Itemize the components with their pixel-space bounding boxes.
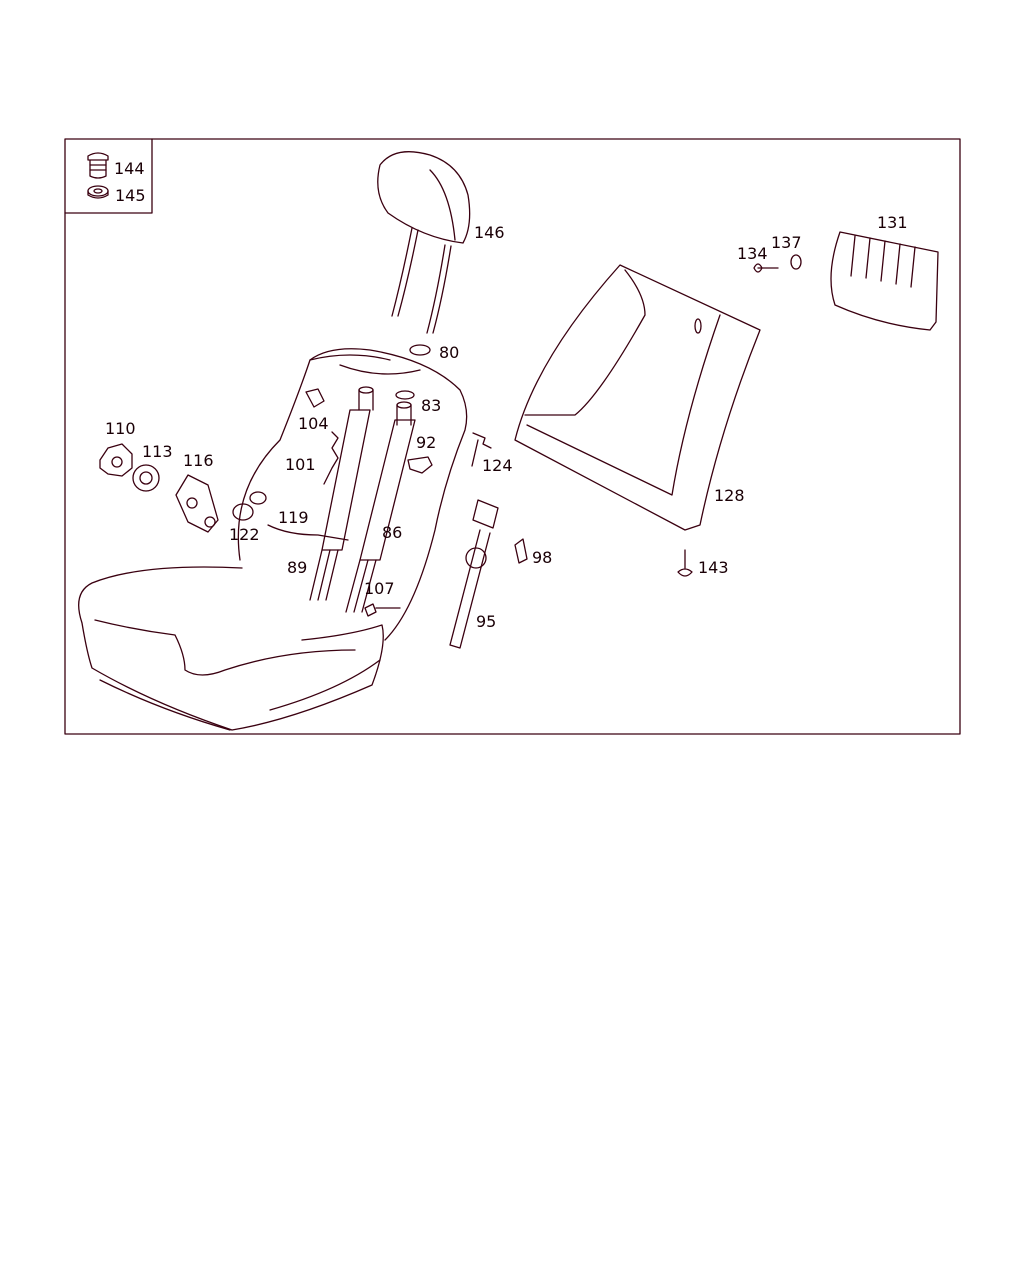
label-124: 124 [482,456,513,475]
label-119: 119 [278,508,309,527]
label-107: 107 [364,579,395,598]
label-134: 134 [737,244,768,263]
label-116: 116 [183,451,214,470]
label-122: 122 [229,525,260,544]
rail-95 [449,499,499,649]
clip-104 [305,388,325,408]
backrest-rods [267,386,416,613]
label-131: 131 [877,213,908,232]
label-137: 137 [771,233,802,252]
bracket-92 [407,456,433,474]
label-92: 92 [416,433,436,452]
label-113: 113 [142,442,173,461]
disc-113 [132,464,160,492]
seat [78,348,468,731]
label-95: 95 [476,612,496,631]
washer-icon-145 [87,185,109,199]
label-86: 86 [382,523,402,542]
label-143: 143 [698,558,729,577]
grommet-80 [409,344,431,356]
label-110: 110 [105,419,136,438]
label-83: 83 [421,396,441,415]
diagram-frame [64,138,961,735]
ring-83 [395,390,415,400]
label-98: 98 [532,548,552,567]
spring-101 [323,431,339,485]
label-144: 144 [114,159,145,178]
plug-icon-144 [87,152,109,179]
label-145: 145 [115,186,146,205]
label-101: 101 [285,455,316,474]
screw-134 [753,263,779,273]
washer-137 [790,254,802,270]
backrest-shell-128 [514,264,761,531]
clip-98 [514,538,528,564]
label-146: 146 [474,223,505,242]
screw-143 [677,549,693,577]
plate-116 [175,474,219,533]
label-89: 89 [287,558,307,577]
knob-110 [99,443,133,477]
legend-box [64,138,153,214]
pin-107 [364,603,401,617]
cover-131 [830,231,939,331]
label-104: 104 [298,414,329,433]
bracket-124 [471,432,492,467]
wheel-122 [232,491,267,521]
label-128: 128 [714,486,745,505]
label-80: 80 [439,343,459,362]
headrest [377,151,471,334]
